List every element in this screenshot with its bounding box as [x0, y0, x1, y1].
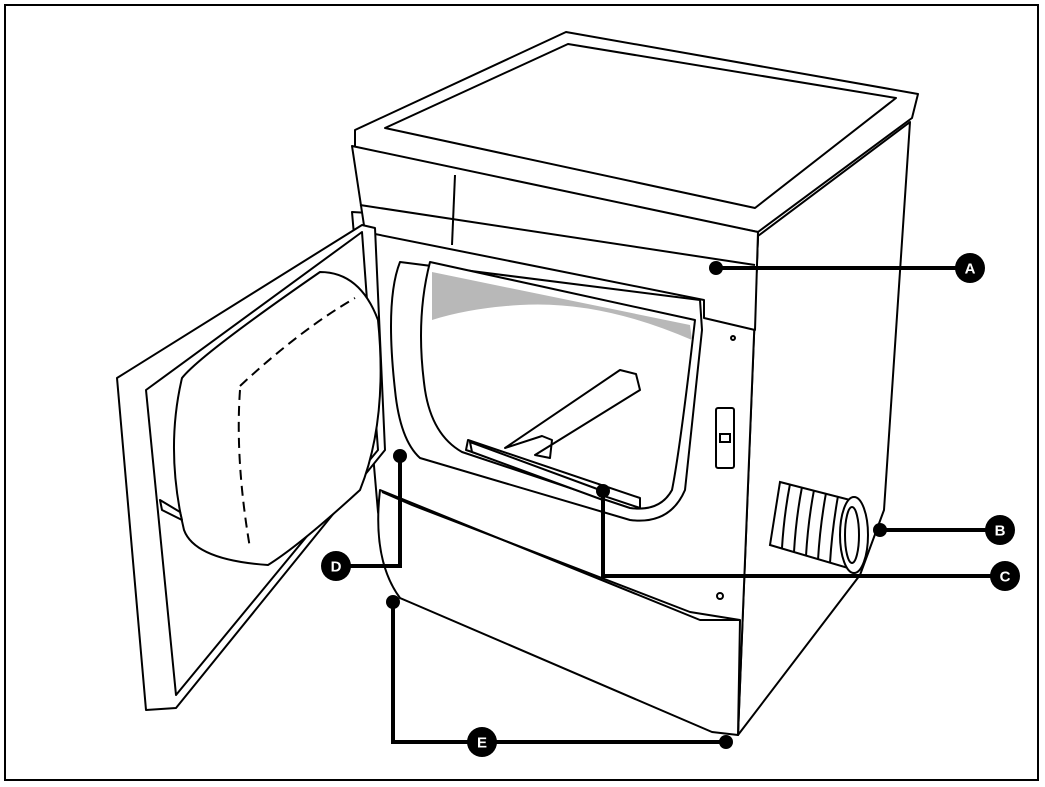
- leader-dots: [386, 261, 887, 749]
- door-strike-slot: [719, 433, 731, 443]
- duct-rib-1: [781, 483, 791, 549]
- callout-b: B: [985, 515, 1015, 545]
- leader-e-dot-2: [719, 735, 733, 749]
- callout-a: A: [955, 253, 985, 283]
- callout-a-badge: [955, 253, 985, 283]
- callout-e-label: E: [477, 735, 487, 752]
- duct-rib-4: [817, 492, 827, 561]
- door-liner: [172, 271, 382, 566]
- drum-back-shadow: [432, 272, 692, 340]
- leader-c-line: [601, 491, 1005, 578]
- leader-d-dot: [393, 449, 407, 463]
- panel-screw-bottom: [716, 592, 724, 600]
- dryer-cabinet: [351, 31, 919, 736]
- duct-rib-2: [793, 486, 803, 553]
- kick-panel-top-edge: [381, 491, 741, 621]
- leader-d-line: [336, 456, 402, 568]
- cabinet-top-inner: [384, 43, 897, 209]
- callout-d-label: D: [331, 559, 342, 576]
- duct-rib-5: [829, 495, 839, 564]
- callout-d: D: [321, 551, 351, 581]
- drum-baffle: [504, 369, 641, 459]
- console-divider-line: [451, 174, 456, 246]
- callout-c-badge: [990, 561, 1020, 591]
- kick-panel-shape: [377, 489, 741, 736]
- door-strike: [715, 335, 736, 600]
- dryer-door: [116, 224, 386, 711]
- leader-b-dot: [873, 523, 887, 537]
- duct-outlet-inner: [844, 506, 860, 564]
- door-opening: [390, 261, 703, 522]
- callout-leaders: [336, 266, 1005, 744]
- callout-c: C: [990, 561, 1020, 591]
- door-latch: [159, 499, 183, 521]
- callout-c-label: C: [1000, 569, 1011, 586]
- leader-a-dot: [709, 261, 723, 275]
- panel-screw-top: [730, 335, 736, 341]
- callout-b-label: B: [995, 523, 1006, 540]
- leader-c-dot: [596, 484, 610, 498]
- callout-a-label: A: [965, 261, 976, 278]
- exhaust-duct: [768, 480, 869, 574]
- console-top-line: [359, 204, 756, 266]
- kick-panel: [377, 489, 741, 736]
- callout-b-badge: [985, 515, 1015, 545]
- callout-e-badge: [467, 727, 497, 757]
- duct-rib-3: [805, 489, 815, 557]
- leader-e-line: [391, 602, 726, 744]
- door-liner-dash: [237, 297, 356, 549]
- callout-e: E: [467, 727, 497, 757]
- leader-e-dot-1: [386, 595, 400, 609]
- callout-d-badge: [321, 551, 351, 581]
